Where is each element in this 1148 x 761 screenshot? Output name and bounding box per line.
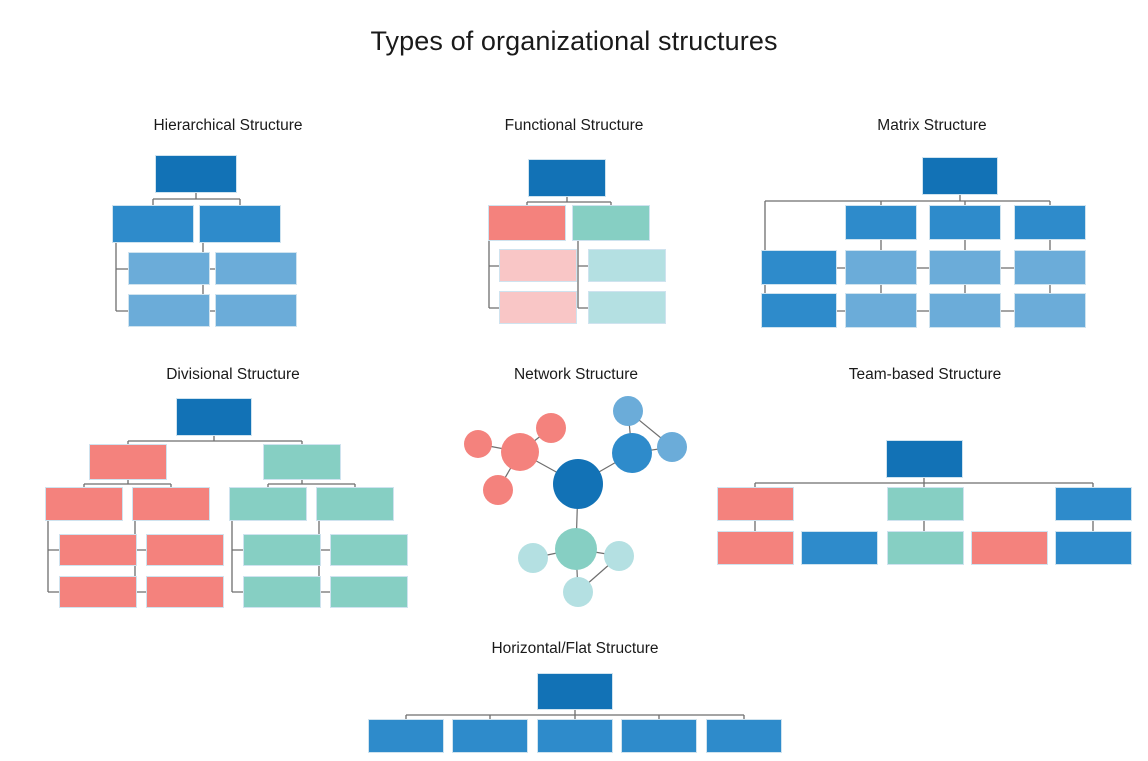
network-hub-blue-circle[interactable] <box>612 433 652 473</box>
matrix-row-head-2-node[interactable] <box>761 293 837 328</box>
functional-sub-right-1-node[interactable] <box>588 249 666 282</box>
matrix-cell-2-3-node[interactable] <box>1014 293 1086 328</box>
team-based-member-4-node[interactable] <box>971 531 1048 565</box>
divisional-unit-r2-b-node[interactable] <box>330 576 408 608</box>
divisional-unit-r2-a-node[interactable] <box>330 534 408 566</box>
divisional-division-right-node[interactable] <box>263 444 341 480</box>
panel-title-functional: Functional Structure <box>504 117 644 134</box>
panel-title-network: Network Structure <box>513 366 639 383</box>
network-hub-red-circle[interactable] <box>501 433 539 471</box>
team-based-member-2-node[interactable] <box>801 531 878 565</box>
matrix-cell-2-1-node[interactable] <box>845 293 917 328</box>
panel-title-horizontal-flat: Horizontal/Flat Structure <box>491 640 659 657</box>
team-based-team-lead-3-node[interactable] <box>1055 487 1132 521</box>
divisional-unit-l2-b-node[interactable] <box>146 576 224 608</box>
divisional-division-left-node[interactable] <box>89 444 167 480</box>
divisional-root-node[interactable] <box>176 398 252 436</box>
team-based-member-3-node[interactable] <box>887 531 964 565</box>
matrix-cell-1-2-node[interactable] <box>929 250 1001 285</box>
functional-division-left-node[interactable] <box>488 205 566 241</box>
matrix-row-head-1-node[interactable] <box>761 250 837 285</box>
horizontal-flat-peer-5-node[interactable] <box>706 719 782 753</box>
hierarchical-level3-right-2-node[interactable] <box>215 294 297 327</box>
matrix-cell-1-3-node[interactable] <box>1014 250 1086 285</box>
network-hub-center-circle[interactable] <box>553 459 603 509</box>
matrix-col-head-2-node[interactable] <box>929 205 1001 240</box>
network-node-red-a-circle[interactable] <box>464 430 492 458</box>
team-based-member-5-node[interactable] <box>1055 531 1132 565</box>
hierarchical-level3-left-1-node[interactable] <box>128 252 210 285</box>
matrix-col-head-3-node[interactable] <box>1014 205 1086 240</box>
matrix-root-node[interactable] <box>922 157 998 195</box>
hierarchical-root-node[interactable] <box>155 155 237 193</box>
divisional-dept-l-1-node[interactable] <box>45 487 123 521</box>
horizontal-flat-peer-4-node[interactable] <box>621 719 697 753</box>
network-node-teal-c-circle[interactable] <box>563 577 593 607</box>
team-based-root-node[interactable] <box>886 440 963 478</box>
functional-root-node[interactable] <box>528 159 606 197</box>
divisional-dept-l-2-node[interactable] <box>132 487 210 521</box>
network-node-teal-a-circle[interactable] <box>518 543 548 573</box>
divisional-unit-r1-a-node[interactable] <box>243 534 321 566</box>
divisional-unit-l2-a-node[interactable] <box>146 534 224 566</box>
team-based-team-lead-1-node[interactable] <box>717 487 794 521</box>
panel-title-team-based: Team-based Structure <box>848 366 1002 383</box>
functional-division-right-node[interactable] <box>572 205 650 241</box>
matrix-col-head-1-node[interactable] <box>845 205 917 240</box>
horizontal-flat-peer-1-node[interactable] <box>368 719 444 753</box>
team-based-team-lead-2-node[interactable] <box>887 487 964 521</box>
horizontal-flat-peer-2-node[interactable] <box>452 719 528 753</box>
divisional-unit-r1-b-node[interactable] <box>243 576 321 608</box>
hierarchical-level2-left-node[interactable] <box>112 205 194 243</box>
matrix-cell-2-2-node[interactable] <box>929 293 1001 328</box>
divisional-unit-l1-b-node[interactable] <box>59 576 137 608</box>
team-based-member-1-node[interactable] <box>717 531 794 565</box>
divisional-dept-r-2-node[interactable] <box>316 487 394 521</box>
page-title: Types of organizational structures <box>370 26 778 56</box>
network-node-teal-b-circle[interactable] <box>604 541 634 571</box>
network-node-red-c-circle[interactable] <box>483 475 513 505</box>
network-node-blue-b-circle[interactable] <box>657 432 687 462</box>
panel-title-divisional: Divisional Structure <box>166 366 300 383</box>
panel-title-matrix: Matrix Structure <box>877 117 987 134</box>
horizontal-flat-peer-3-node[interactable] <box>537 719 613 753</box>
functional-sub-left-2-node[interactable] <box>499 291 577 324</box>
divisional-dept-r-1-node[interactable] <box>229 487 307 521</box>
hierarchical-level3-right-1-node[interactable] <box>215 252 297 285</box>
network-hub-teal-circle[interactable] <box>555 528 597 570</box>
panel-title-hierarchical: Hierarchical Structure <box>153 117 303 134</box>
network-node-red-b-circle[interactable] <box>536 413 566 443</box>
functional-sub-left-1-node[interactable] <box>499 249 577 282</box>
divisional-unit-l1-a-node[interactable] <box>59 534 137 566</box>
network-node-blue-a-circle[interactable] <box>613 396 643 426</box>
hierarchical-level2-right-node[interactable] <box>199 205 281 243</box>
hierarchical-level3-left-2-node[interactable] <box>128 294 210 327</box>
horizontal-flat-root-node[interactable] <box>537 673 613 710</box>
matrix-cell-1-1-node[interactable] <box>845 250 917 285</box>
functional-sub-right-2-node[interactable] <box>588 291 666 324</box>
